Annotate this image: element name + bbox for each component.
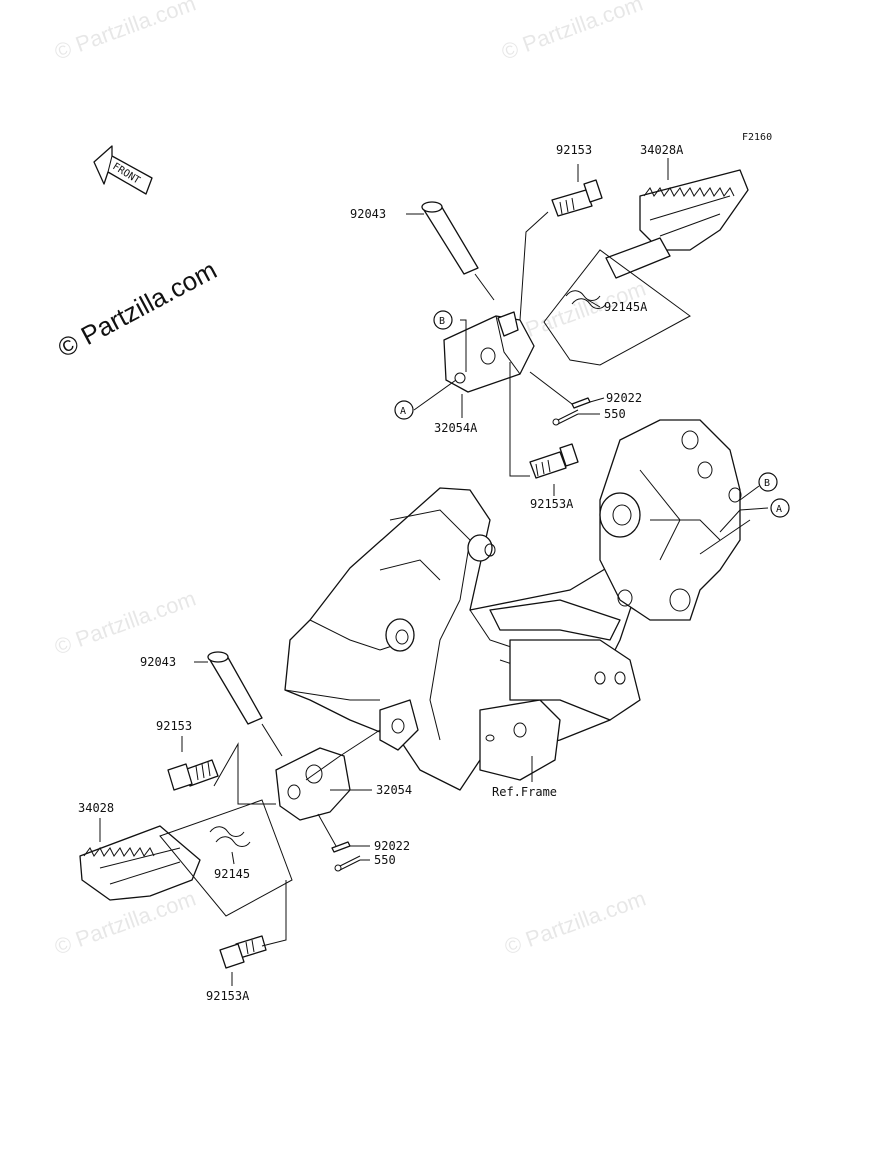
callout-lower-cotter: 550 <box>374 853 396 867</box>
callout-lower-bolt: 92153 <box>156 719 192 733</box>
lower-cotter <box>334 855 361 872</box>
upper-footpeg <box>605 169 749 279</box>
lower-spring <box>209 826 251 847</box>
frame-reference <box>284 419 742 791</box>
watermark-tile: © Partzilla.com <box>51 0 199 65</box>
upper-bolt <box>551 179 603 217</box>
callout-upper-washer: 92022 <box>606 391 642 405</box>
upper-bracket <box>443 311 535 393</box>
upper-washer <box>571 397 591 409</box>
callout-lower-bracket-bolt: 92153A <box>206 989 250 1003</box>
callout-upper-cotter: 550 <box>604 407 626 421</box>
callout-upper-bolt: 92153 <box>556 143 592 157</box>
callout-labels: 92043 92153 34028A 92145A 92022 550 3205… <box>78 143 684 1003</box>
callout-lower-footpeg: 34028 <box>78 801 114 815</box>
upper-bracket-bolt <box>529 443 579 479</box>
callout-upper-bracket: 32054A <box>434 421 478 435</box>
upper-ref-markers: B A <box>394 310 453 420</box>
lower-bracket-bolt <box>219 935 267 969</box>
callout-upper-footpeg: 34028A <box>640 143 684 157</box>
callout-lower-bracket: 32054 <box>376 783 412 797</box>
upper-cotter <box>552 409 579 426</box>
lower-footpeg <box>79 825 201 901</box>
callout-lower-spring: 92145 <box>214 867 250 881</box>
callout-upper-spring: 92145A <box>604 300 648 314</box>
figure-code: F2160 <box>742 132 772 143</box>
watermark-tile: © Partzilla.com <box>498 0 646 65</box>
partzilla-watermark: © Partzilla.com <box>53 255 222 364</box>
callout-lower-washer: 92022 <box>374 839 410 853</box>
upper-leaders <box>406 158 691 496</box>
ref-marker-b-frame <box>758 472 778 492</box>
callout-upper-pin: 92043 <box>350 207 386 221</box>
watermark-tile: © Partzilla.com <box>501 886 649 960</box>
lower-bolt <box>167 759 219 791</box>
lower-leaders <box>99 661 533 986</box>
lower-pin <box>207 651 263 725</box>
callout-frame-ref: Ref.Frame <box>492 785 557 799</box>
ref-marker-a-frame <box>770 498 790 518</box>
callout-upper-bracket-bolt: 92153A <box>530 497 574 511</box>
ref-marker-b-upper <box>433 310 453 330</box>
watermark-tile: © Partzilla.com <box>51 586 199 660</box>
ref-marker-a-upper <box>394 400 414 420</box>
ref-marker-b-upper-label: B <box>439 316 445 327</box>
upper-spring <box>565 290 607 309</box>
callout-lower-pin: 92043 <box>140 655 176 669</box>
frame-ref-markers: B A <box>699 472 790 555</box>
ref-marker-a-upper-label: A <box>400 406 406 417</box>
front-arrow: FRONT <box>93 145 153 195</box>
upper-pin <box>421 201 479 275</box>
ref-marker-b-frame-label: B <box>764 478 770 489</box>
ref-marker-a-frame-label: A <box>776 504 782 515</box>
lower-bracket <box>275 699 419 821</box>
